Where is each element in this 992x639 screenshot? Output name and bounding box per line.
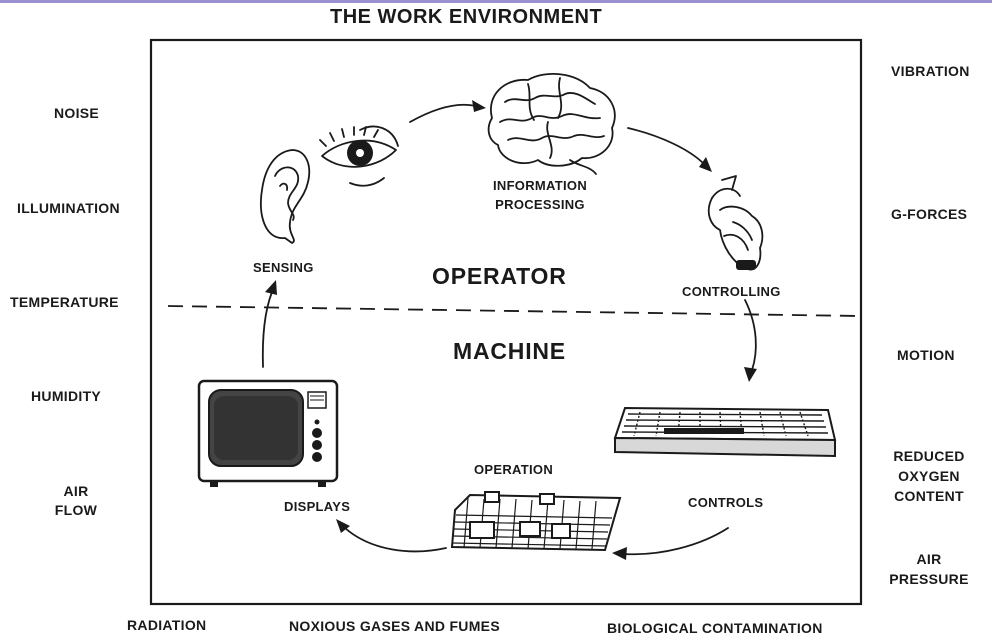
television-icon: [197, 379, 339, 487]
factor-humidity: HUMIDITY: [31, 388, 102, 404]
hand-icon: [707, 175, 764, 271]
operator-label: OPERATOR: [432, 263, 567, 289]
arrow-controlling-to-controls: [744, 299, 757, 382]
factor-reduced-oxygen: REDUCED OXYGEN CONTENT: [882, 446, 976, 506]
arrow-displays-to-sensing: [261, 280, 277, 368]
factor-radiation: RADIATION: [127, 617, 207, 633]
factor-air-pressure-line-1: AIR: [916, 551, 942, 567]
information-processing-label: INFORMATION PROCESSING: [470, 176, 610, 214]
factor-temperature: TEMPERATURE: [10, 294, 119, 310]
machine-label: MACHINE: [453, 338, 566, 364]
arrow-eye-to-processing: [409, 100, 486, 123]
information-processing-line-1: INFORMATION: [492, 178, 588, 193]
factor-noxious-gases: NOXIOUS GASES AND FUMES: [289, 618, 500, 634]
factor-motion: MOTION: [897, 347, 955, 363]
brain-icon: [487, 73, 616, 175]
information-processing-line-2: PROCESSING: [495, 197, 585, 212]
displays-label: DISPLAYS: [284, 499, 351, 514]
factor-illumination: ILLUMINATION: [17, 200, 120, 216]
factor-reduced-oxygen-line-3: CONTENT: [894, 488, 964, 504]
ear-icon: [260, 149, 311, 244]
operation-label: OPERATION: [474, 462, 554, 477]
arrow-controls-to-operation: [612, 527, 729, 560]
factor-noise: NOISE: [54, 105, 100, 121]
operator-machine-divider: [167, 305, 861, 317]
controls-label: CONTROLS: [688, 495, 764, 510]
factor-reduced-oxygen-line-2: OXYGEN: [898, 468, 960, 484]
factor-reduced-oxygen-line-1: REDUCED: [893, 448, 965, 464]
factor-air-flow-line-1: AIR: [63, 483, 89, 499]
arrow-processing-to-controlling: [627, 127, 712, 172]
window-top-border: [0, 0, 992, 3]
keyboard-icon: [613, 406, 837, 458]
factor-g-forces: G-FORCES: [891, 206, 968, 222]
sensing-label: SENSING: [253, 260, 314, 275]
factor-biological-contamination: BIOLOGICAL CONTAMINATION: [607, 620, 823, 636]
factor-air-flow-line-2: FLOW: [54, 502, 98, 518]
eye-icon: [319, 125, 399, 187]
factor-air-pressure-line-2: PRESSURE: [889, 571, 969, 587]
arrow-operation-to-displays: [336, 519, 447, 553]
environment-frame: [149, 38, 863, 606]
factor-air-flow: AIR FLOW: [52, 482, 100, 520]
factor-vibration: VIBRATION: [891, 63, 970, 79]
machine-grid-icon: [450, 491, 622, 552]
factor-air-pressure: AIR PRESSURE: [882, 549, 976, 589]
diagram-title: THE WORK ENVIRONMENT: [330, 6, 603, 28]
controlling-label: CONTROLLING: [682, 284, 781, 299]
